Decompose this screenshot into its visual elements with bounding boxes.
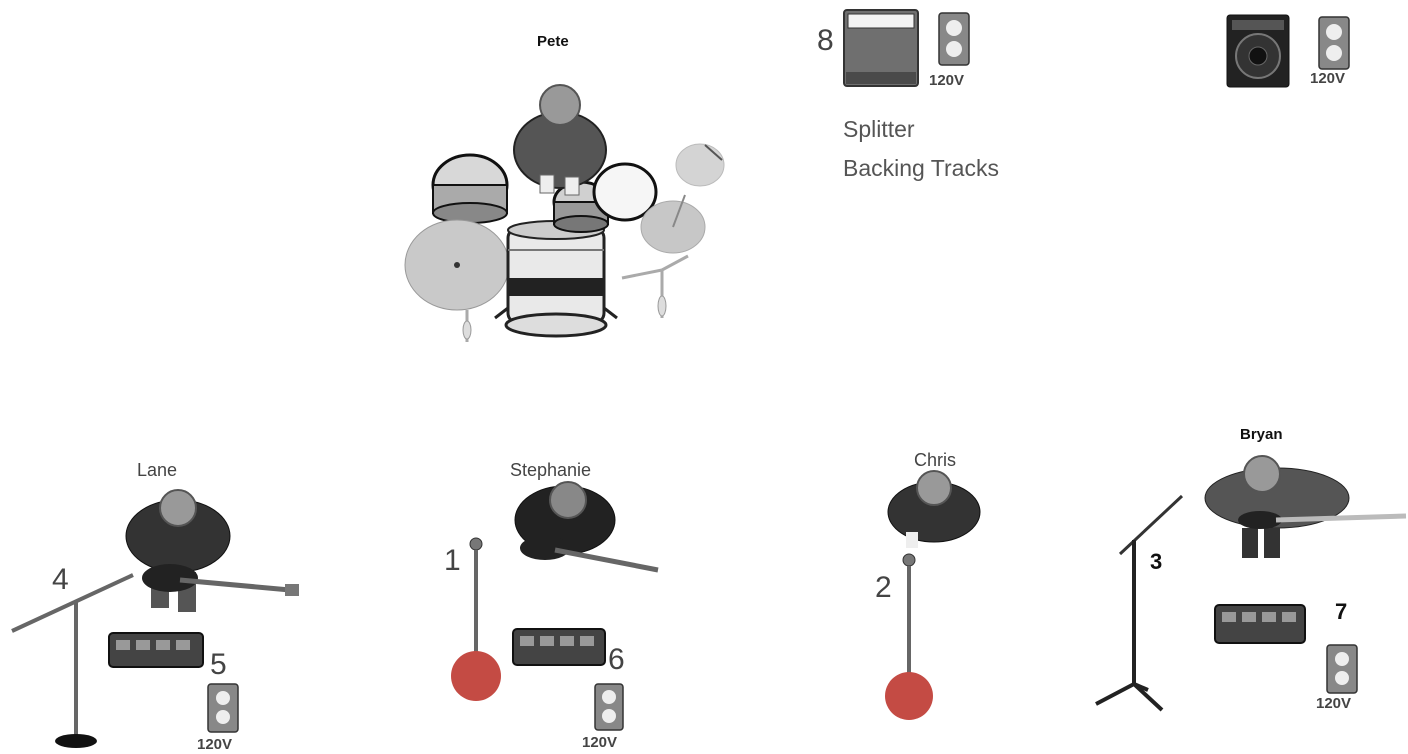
pedalboard-icon xyxy=(1214,604,1306,644)
outlet-icon xyxy=(594,683,624,731)
amp-icon xyxy=(843,9,919,87)
outlet-icon xyxy=(938,12,970,66)
backing-tracks-note: Backing Tracks xyxy=(843,155,999,181)
drummer-name-label: Pete xyxy=(537,33,569,50)
performer-name-lane: Lane xyxy=(137,460,178,480)
pedal-number-label-6: 6 xyxy=(608,643,625,676)
outlet-voltage-label: 120V xyxy=(929,72,965,89)
outlet-voltage-label: 120V xyxy=(582,734,618,751)
boom-mic-stand-icon xyxy=(11,573,134,748)
person-icon xyxy=(887,470,981,548)
mic-stand-icon xyxy=(451,537,501,701)
pedal-number-label-5: 5 xyxy=(210,648,227,681)
performer-name-chris: Chris xyxy=(914,450,957,470)
splitter-note: Splitter xyxy=(843,116,915,142)
outlet-voltage-label: 120V xyxy=(197,736,233,753)
person-icon xyxy=(514,481,659,573)
outlet-icon xyxy=(1318,16,1350,70)
outlet-voltage-label: 120V xyxy=(1316,695,1352,712)
outlet-icon xyxy=(1326,644,1358,694)
outlet-voltage-label: 120V xyxy=(1310,70,1346,87)
speaker-icon xyxy=(1226,14,1290,88)
person-icon xyxy=(1204,455,1350,558)
pedalboard-icon xyxy=(512,628,606,666)
mic-number-label-4: 4 xyxy=(52,563,69,596)
mic-number-label-1: 1 xyxy=(444,544,461,577)
person-icon xyxy=(125,489,231,612)
amp-number-label: 8 xyxy=(817,24,834,57)
mic-number-label-2: 2 xyxy=(875,571,892,604)
performer-name-stephanie: Stephanie xyxy=(510,460,592,480)
pedal-number-label-7: 7 xyxy=(1335,599,1348,624)
mic-stand-icon xyxy=(885,553,933,720)
guitar-icon xyxy=(142,564,299,596)
boom-mic-stand-icon xyxy=(1095,494,1184,712)
guitar-icon xyxy=(1238,511,1407,529)
performer-name-bryan: Bryan xyxy=(1240,426,1283,443)
outlet-icon xyxy=(207,683,239,733)
pedalboard-icon xyxy=(108,632,204,668)
drum-kit-icon xyxy=(404,84,725,342)
mic-number-label-3: 3 xyxy=(1150,549,1163,574)
